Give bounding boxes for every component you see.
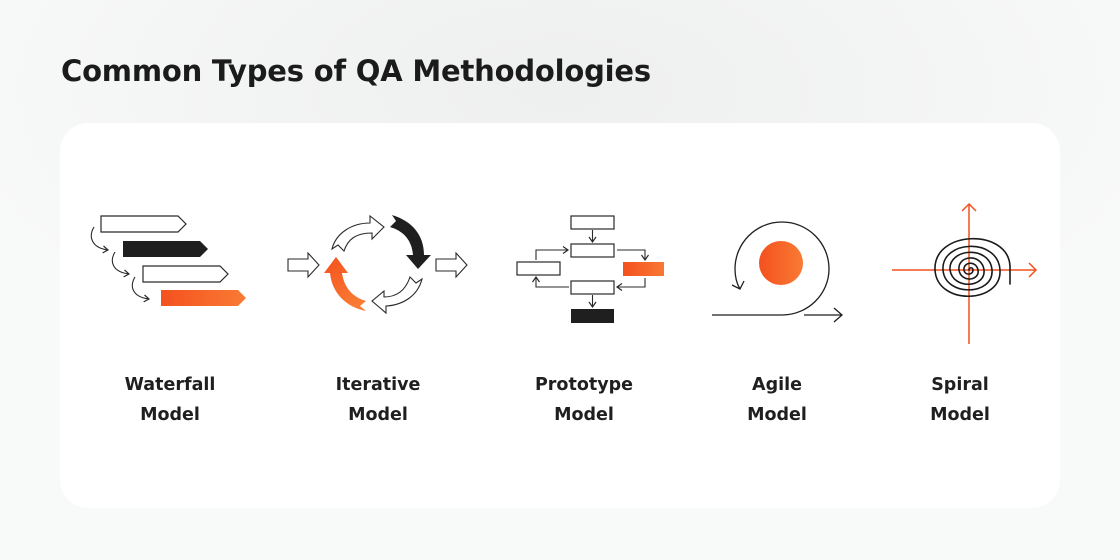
- model-label: Prototype Model: [534, 375, 634, 425]
- methodologies-card: Waterfall Model Iterative Model: [60, 123, 1060, 508]
- prototype-flowchart-icon: [516, 215, 664, 323]
- model-label: Waterfall Model: [124, 375, 216, 425]
- model-label: Agile Model: [747, 375, 807, 425]
- model-agile: Agile Model: [700, 123, 860, 508]
- model-waterfall: Waterfall Model: [60, 123, 250, 508]
- model-label: Iterative Model: [335, 375, 421, 425]
- spiral-icon: [892, 202, 1038, 344]
- agile-loop-icon: [712, 221, 843, 323]
- model-prototype: Prototype Model: [500, 123, 670, 508]
- page-title: Common Types of QA Methodologies: [61, 54, 651, 88]
- model-spiral: Spiral Model: [880, 123, 1050, 508]
- iterative-cycle-icon: [287, 214, 468, 315]
- waterfall-steps-icon: [90, 215, 246, 306]
- model-label: Spiral Model: [930, 375, 990, 425]
- model-iterative: Iterative Model: [280, 123, 480, 508]
